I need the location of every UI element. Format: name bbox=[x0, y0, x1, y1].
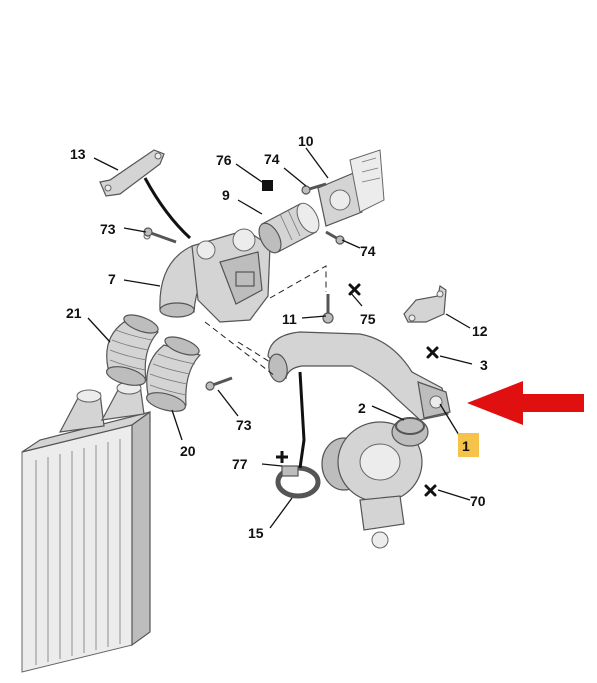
label-12: 12 bbox=[472, 323, 488, 339]
bolt-73a bbox=[143, 227, 177, 244]
leader-lines bbox=[87, 147, 473, 529]
label-15: 15 bbox=[248, 525, 264, 541]
turbo-inlet-pipe bbox=[267, 331, 451, 421]
label-73a: 73 bbox=[100, 221, 116, 237]
assembly-dashed-lines bbox=[204, 265, 327, 377]
bolt-74b bbox=[325, 230, 345, 245]
sensor-11 bbox=[322, 294, 334, 324]
label-9: 9 bbox=[222, 187, 230, 203]
cross-icon bbox=[348, 283, 439, 497]
throttle-body bbox=[191, 228, 271, 323]
label-74a: 74 bbox=[264, 151, 280, 167]
label-20: 20 bbox=[180, 443, 196, 459]
label-13: 13 bbox=[70, 146, 86, 162]
bracket-12 bbox=[403, 285, 447, 323]
duct-9 bbox=[258, 202, 320, 254]
label-2: 2 bbox=[358, 400, 366, 416]
label-76: 76 bbox=[216, 152, 232, 168]
label-11: 11 bbox=[282, 311, 297, 327]
label-3: 3 bbox=[480, 357, 488, 373]
hose-21 bbox=[105, 314, 160, 386]
intercooler bbox=[21, 381, 151, 673]
label-1: 1 bbox=[462, 438, 470, 454]
hose-clamp-15 bbox=[275, 465, 321, 499]
square-icon bbox=[262, 180, 273, 191]
label-10: 10 bbox=[298, 133, 314, 149]
highlight-box bbox=[458, 433, 479, 457]
flange-10 bbox=[317, 149, 385, 227]
label-73b: 73 bbox=[236, 417, 252, 433]
arrow-icon bbox=[467, 381, 584, 425]
bolt-73b bbox=[205, 376, 233, 391]
turbocharger bbox=[321, 417, 429, 549]
label-74b: 74 bbox=[360, 243, 376, 259]
label-21: 21 bbox=[66, 305, 82, 321]
label-70: 70 bbox=[470, 493, 486, 509]
label-77: 77 bbox=[232, 456, 248, 472]
seal-ring-2 bbox=[395, 417, 425, 435]
hose-20 bbox=[145, 336, 202, 412]
label-7: 7 bbox=[108, 271, 116, 287]
plus-icon bbox=[276, 451, 288, 463]
bracket-13 bbox=[99, 149, 165, 197]
label-75: 75 bbox=[360, 311, 376, 327]
